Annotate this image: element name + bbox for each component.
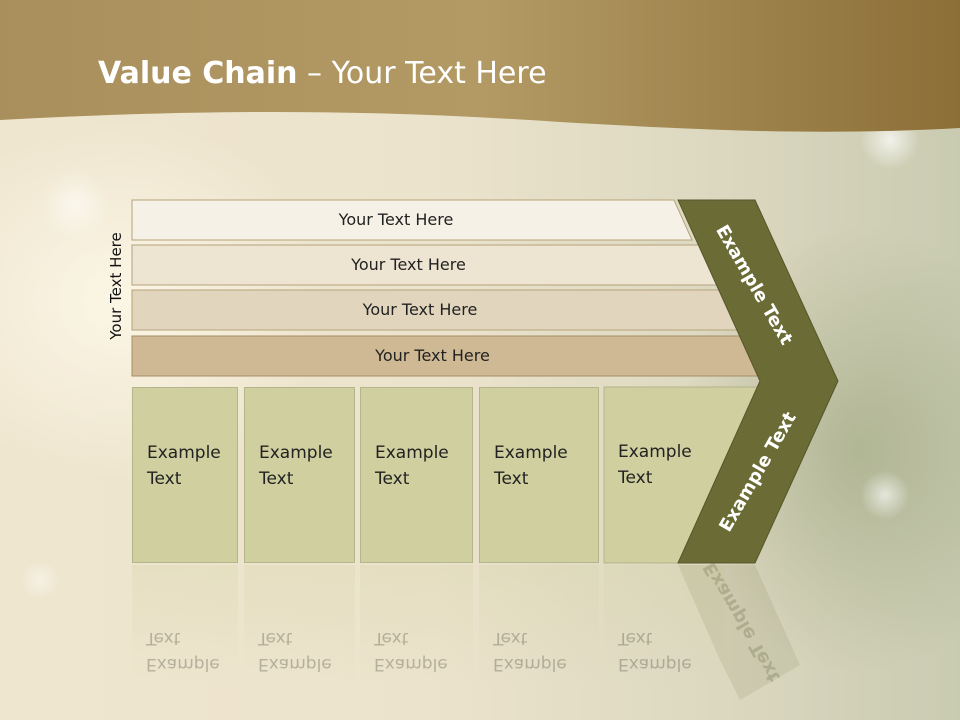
header-band — [0, 0, 960, 132]
activity-box-1: Example Text — [132, 387, 238, 563]
box-reflection: Example Text — [479, 565, 599, 685]
activity-box-label: Example Text — [494, 443, 568, 489]
activity-box-label: Example Text — [259, 443, 333, 489]
box-reflection: Example Text — [604, 565, 724, 685]
activity-box-label: Example Text — [147, 443, 221, 489]
sparkle-decoration — [40, 170, 110, 240]
activity-box-4: Example Text — [479, 387, 599, 563]
activity-box-2: Example Text — [244, 387, 355, 563]
sparkle-decoration — [20, 560, 60, 600]
slide-title: Value Chain – Your Text Here — [98, 52, 547, 96]
activity-box-label: Example Text — [375, 443, 449, 489]
title-bold: Value Chain — [98, 56, 298, 91]
sparkle-decoration — [860, 470, 910, 520]
box-reflection: Example Text — [132, 565, 238, 685]
box-reflection: Example Text — [244, 565, 355, 685]
title-rest: – Your Text Here — [297, 56, 547, 91]
activity-box-5-label: Example Text — [618, 442, 692, 488]
box-reflection: Example Text — [360, 565, 473, 685]
activity-box-3: Example Text — [360, 387, 473, 563]
